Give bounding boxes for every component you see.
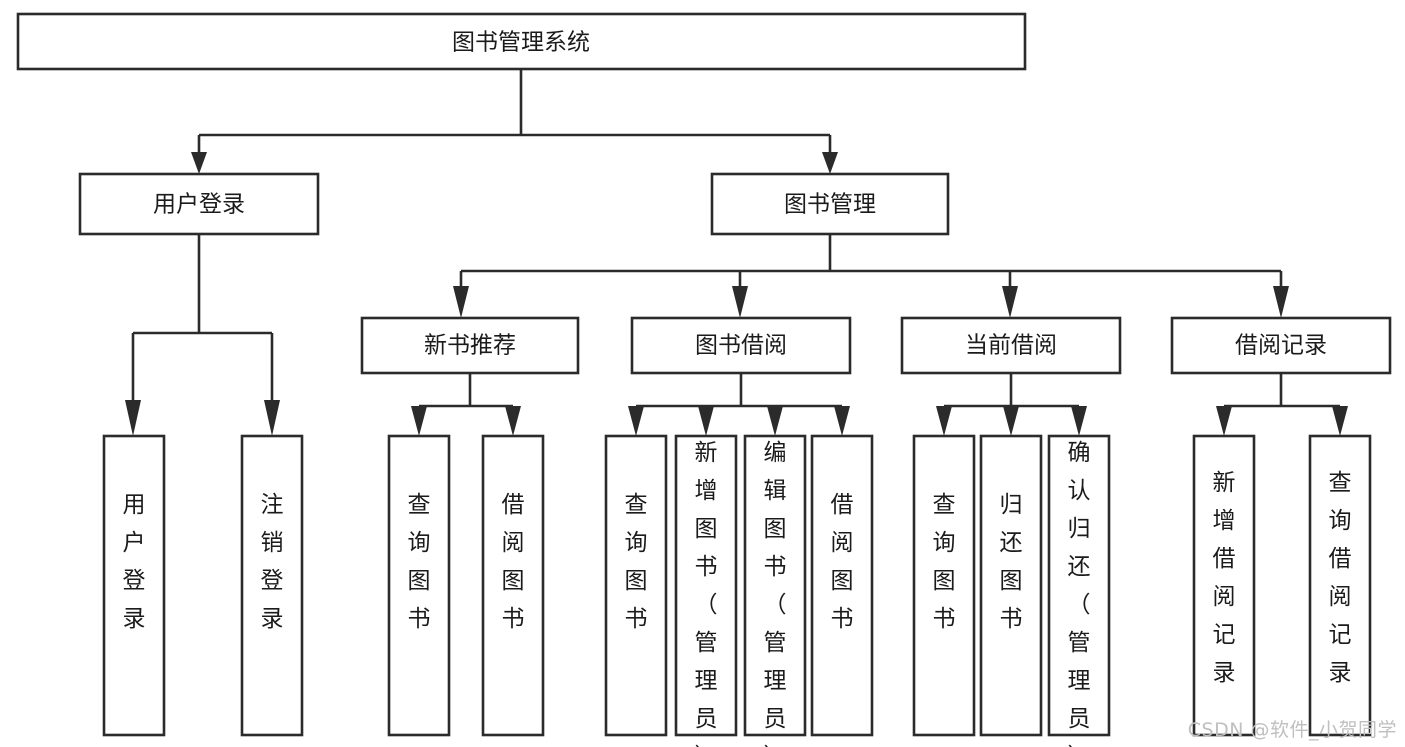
arrow-icon-m4-leaf2	[1332, 406, 1348, 436]
leaf-edit-book-admin-box[interactable]	[743, 434, 807, 737]
leaf-borrow-book-recommend-box[interactable]	[481, 434, 545, 737]
leaf-add-book-admin-box[interactable]	[674, 434, 738, 737]
arrow-icon-m1-leaf1	[411, 406, 427, 436]
arrow-icon-books-to-m2	[732, 286, 748, 318]
leaf-add-borrow-record-label: 新增借阅记录	[1213, 470, 1236, 686]
node-book-management[interactable]: 图书管理	[710, 172, 950, 236]
arrow-icon-root-to-books	[822, 152, 838, 174]
arrow-icon-root-to-login	[191, 152, 207, 174]
leaf-borrow-book-recommend[interactable]: 借阅图书	[481, 434, 545, 737]
node-user-login[interactable]: 用户登录	[78, 172, 320, 236]
node-current-borrow-label: 当前借阅	[965, 333, 1057, 359]
node-current-borrow-box[interactable]	[900, 316, 1122, 375]
leaf-logout-box[interactable]	[240, 434, 304, 737]
leaf-query-borrow-record-box[interactable]	[1308, 434, 1372, 737]
arrow-icon-books-to-m4	[1273, 286, 1289, 318]
arrow-icon-m3-leaf2	[1003, 406, 1019, 436]
leaf-query-borrow-record-label: 查询借阅记录	[1329, 470, 1352, 686]
node-root[interactable]: 图书管理系统	[16, 12, 1027, 71]
leaf-user-login[interactable]: 用户登录	[102, 434, 166, 737]
leaf-logout[interactable]: 注销登录	[240, 434, 304, 737]
leaf-query-book-borrow[interactable]: 查询图书	[604, 434, 668, 737]
node-book-management-box[interactable]	[710, 172, 950, 236]
leaf-borrow-book-borrow-box[interactable]	[810, 434, 874, 737]
arrow-icon-books-to-m1	[453, 286, 469, 318]
leaf-query-borrow-record[interactable]: 查询借阅记录	[1308, 434, 1372, 737]
node-book-borrow-box[interactable]	[630, 316, 852, 375]
connector-layer	[125, 69, 1348, 436]
node-borrow-record-label: 借阅记录	[1235, 333, 1327, 359]
leaf-add-book-admin[interactable]: 新增图书（管理员）	[674, 434, 738, 747]
arrow-icon-m2-leaf3	[767, 406, 783, 436]
leaf-confirm-return-admin-box[interactable]	[1047, 434, 1111, 737]
node-current-borrow[interactable]: 当前借阅	[900, 316, 1122, 375]
leaf-user-login-box[interactable]	[102, 434, 166, 737]
node-user-login-label: 用户登录	[153, 192, 245, 218]
node-borrow-record[interactable]: 借阅记录	[1170, 316, 1392, 375]
arrow-icon-m1-leaf2	[505, 406, 521, 436]
node-new-book-recommend[interactable]: 新书推荐	[360, 316, 580, 375]
node-book-borrow[interactable]: 图书借阅	[630, 316, 852, 375]
node-root-box[interactable]	[16, 12, 1027, 71]
leaf-edit-book-admin-label: 编辑图书（管理员）	[764, 440, 787, 747]
node-new-book-recommend-label: 新书推荐	[424, 333, 516, 359]
leaf-query-book-borrow-box[interactable]	[604, 434, 668, 737]
leaf-query-book-recommend-box[interactable]	[387, 434, 451, 737]
leaf-edit-book-admin[interactable]: 编辑图书（管理员）	[743, 434, 807, 747]
arrow-icon-books-to-m3	[1002, 286, 1018, 318]
leaf-return-book[interactable]: 归还图书	[979, 434, 1043, 737]
leaf-confirm-return-admin[interactable]: 确认归还（管理员）	[1047, 434, 1111, 747]
arrow-icon-m2-leaf1	[628, 406, 644, 436]
node-book-management-label: 图书管理	[784, 192, 876, 218]
csdn-watermark: CSDN @软件_小贺同学	[1187, 719, 1397, 741]
leaf-add-borrow-record-box[interactable]	[1192, 434, 1256, 737]
node-borrow-record-box[interactable]	[1170, 316, 1392, 375]
leaf-query-book-borrow-label: 查询图书	[625, 492, 648, 632]
leaf-query-book-recommend[interactable]: 查询图书	[387, 434, 451, 737]
arrow-icon-m2-leaf4	[834, 406, 850, 436]
leaf-query-book-recommend-label: 查询图书	[408, 492, 431, 632]
leaf-user-login-label: 用户登录	[123, 492, 146, 632]
node-root-label: 图书管理系统	[452, 30, 590, 56]
leaf-query-book-current-label: 查询图书	[933, 492, 956, 632]
leaf-borrow-book-borrow[interactable]: 借阅图书	[810, 434, 874, 737]
leaf-add-book-admin-label: 新增图书（管理员）	[695, 440, 718, 747]
leaf-logout-label: 注销登录	[261, 492, 284, 632]
leaf-return-book-label: 归还图书	[1000, 492, 1023, 632]
arrow-icon-login-leaf1	[125, 400, 141, 436]
node-new-book-recommend-box[interactable]	[360, 316, 580, 375]
leaf-query-book-current[interactable]: 查询图书	[912, 434, 976, 737]
arrow-icon-m3-leaf3	[1071, 406, 1087, 436]
leaf-borrow-book-borrow-label: 借阅图书	[831, 492, 854, 632]
leaf-confirm-return-admin-label: 确认归还（管理员）	[1068, 440, 1091, 747]
arrow-icon-login-leaf2	[264, 400, 280, 436]
arrow-icon-m4-leaf1	[1216, 406, 1232, 436]
leaf-borrow-book-recommend-label: 借阅图书	[502, 492, 525, 632]
leaf-return-book-box[interactable]	[979, 434, 1043, 737]
arrow-icon-m3-leaf1	[936, 406, 952, 436]
leaf-query-book-current-box[interactable]	[912, 434, 976, 737]
node-book-borrow-label: 图书借阅	[695, 333, 787, 359]
leaf-add-borrow-record[interactable]: 新增借阅记录	[1192, 434, 1256, 737]
node-user-login-box[interactable]	[78, 172, 320, 236]
arrow-icon-m2-leaf2	[698, 406, 714, 436]
